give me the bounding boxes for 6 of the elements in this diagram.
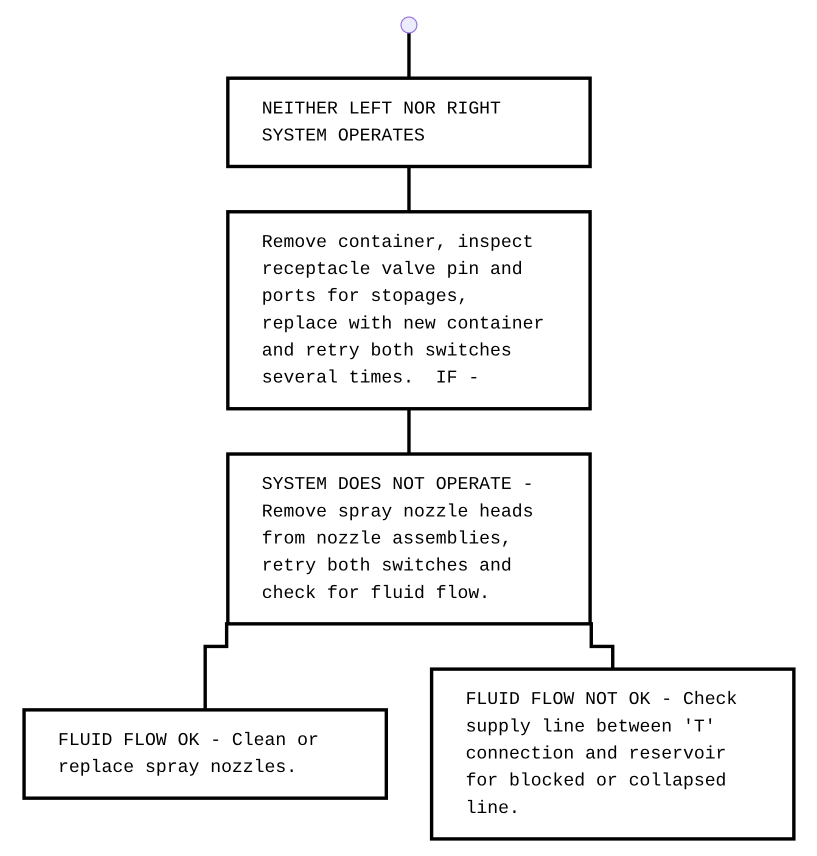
node-box — [226, 76, 592, 168]
flowchart: NEITHER LEFT NOR RIGHT SYSTEM OPERATES Remove container, inspect receptacle valve pin and ports for stopages, replace with new container and retry both switches several times. IF - SYSTEM DOES NOT OPERATE - Remove spray nozzle heads from nozzle assemblies, retry both switches and check for fluid flow. FLUID FLOW OK - Clean or replace spray nozzles. FLUID FLOW NOT OK - Check supply line between 'T' connection and reservoir for blocked or collapsed line. — [14, 8, 802, 848]
node-box — [226, 452, 592, 626]
node-box — [22, 708, 388, 800]
node-box — [429, 667, 796, 841]
node-box — [226, 210, 592, 410]
